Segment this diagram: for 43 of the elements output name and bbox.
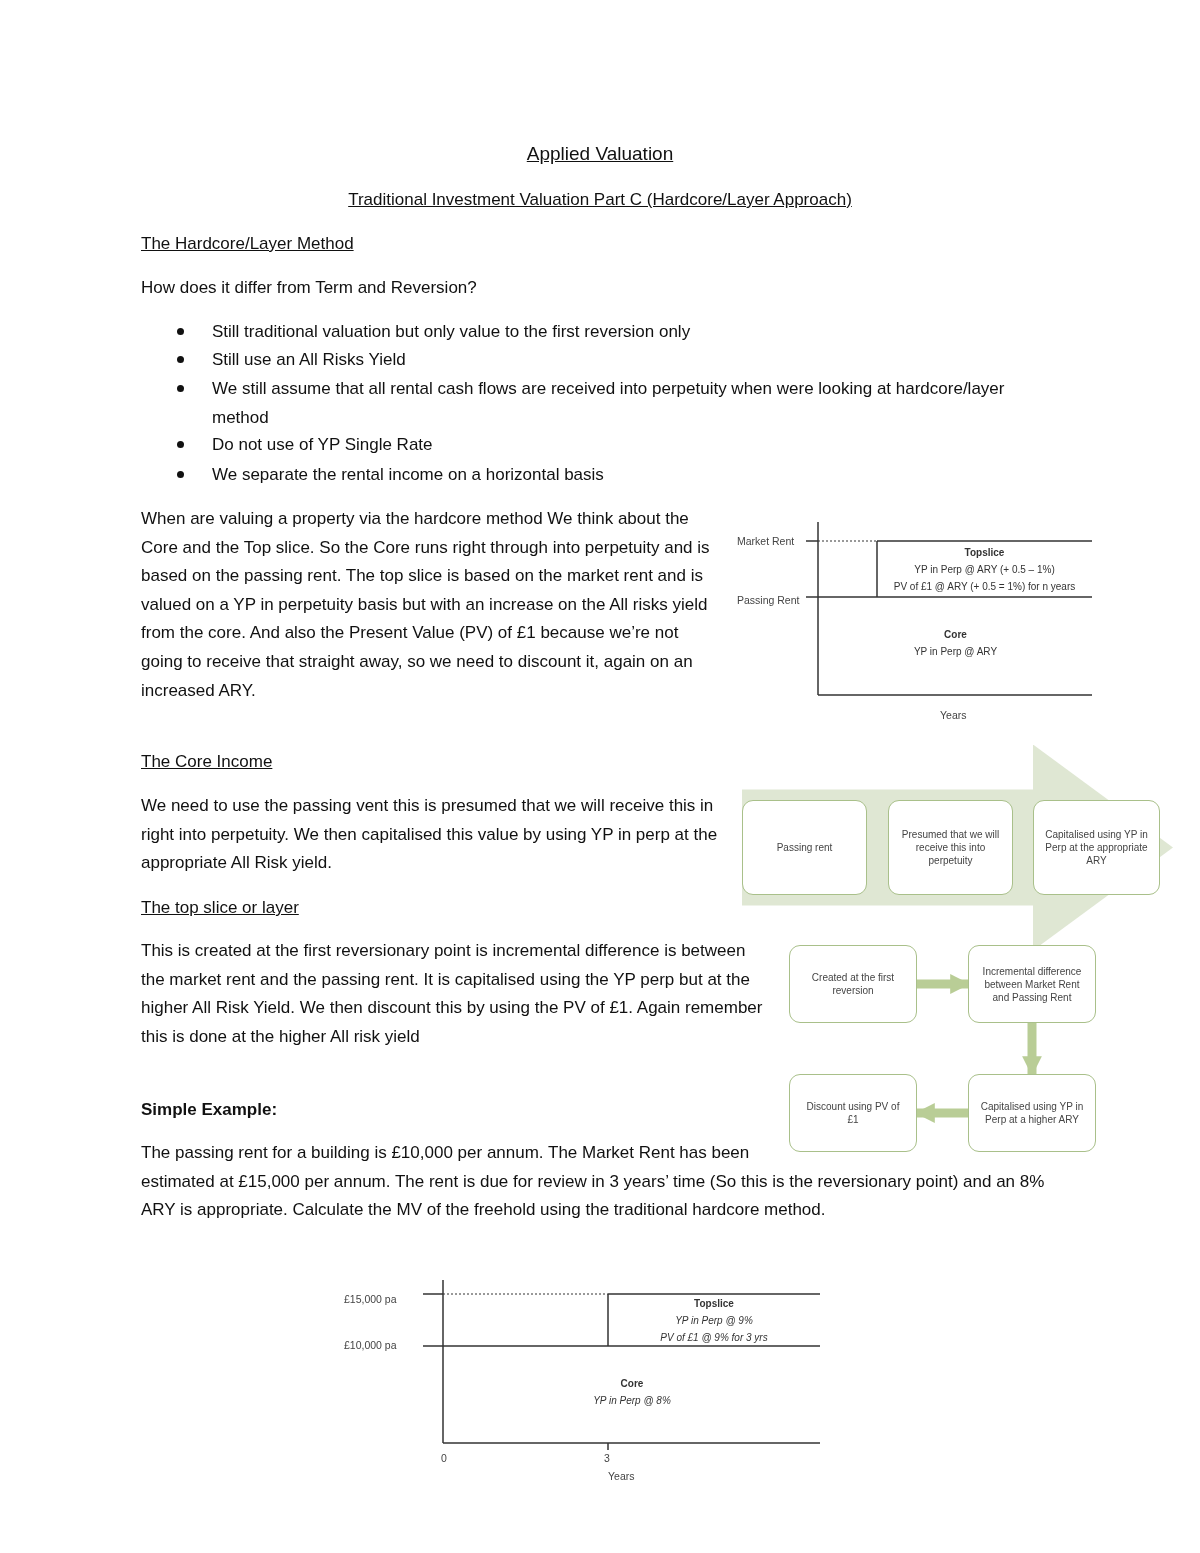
process-box: Incremental difference between Market Rent and Passing Rent — [968, 945, 1096, 1023]
question-text: How does it differ from Term and Reversion? — [141, 277, 478, 299]
section-heading: The Hardcore/Layer Method — [141, 233, 355, 255]
axis-label: £10,000 pa — [344, 1339, 397, 1351]
bullet-item: Still traditional valuation but only value to the first reversion only — [141, 318, 1112, 347]
axis-label: £15,000 pa — [344, 1293, 397, 1305]
axis-title: Years — [608, 1470, 635, 1482]
document-subtitle: Traditional Investment Valuation Part C (Hardcore/Layer Approach) — [347, 189, 853, 211]
arrow — [915, 1103, 968, 1123]
paragraph: This is created at the first reversionary point is incremental difference is between the market rent and the passing rent. It is capitalised using the YP perp but at the higher All Risk Yield. We then discount this by using the PV of £1. Again remember this is done at the higher All risk yield — [141, 940, 764, 1048]
process-box: Presumed that we will receive this into perpetuity — [888, 800, 1013, 895]
process-box: Passing rent — [742, 800, 867, 895]
region-heading: Topslice — [964, 546, 1005, 560]
section-heading: The Core Income — [141, 751, 274, 773]
region-heading: Core — [620, 1377, 644, 1391]
process-box: Discount using PV of £1 — [789, 1074, 917, 1152]
process-box: Capitalised using YP in Perp at a higher ARY — [968, 1074, 1096, 1152]
paragraph: We need to use the passing vent this is presumed that we will receive this in right into perpetuity. We then capitalised this value by using YP in perp at the appropriate All Risk yield. — [141, 795, 719, 875]
formula-text: YP in Perp @ ARY — [913, 645, 998, 659]
tick-label: 3 — [604, 1452, 610, 1464]
process-box: Capitalised using YP in Perp at the appropriate ARY — [1033, 800, 1160, 895]
formula-text: PV of £1 @ ARY (+ 0.5 = 1%) for n years — [893, 580, 1076, 594]
bullet-item: We still assume that all rental cash flows are received into perpetuity when were looking at hardcore/layer method — [141, 375, 1012, 433]
section-heading: The top slice or layer — [141, 897, 300, 919]
region-heading: Core — [944, 628, 967, 642]
region-heading: Topslice — [694, 1297, 734, 1311]
formula-text: PV of £1 @ 9% for 3 yrs — [660, 1331, 768, 1345]
section-heading: Simple Example: — [141, 1099, 279, 1121]
process-box: Created at the first reversion — [789, 945, 917, 1023]
arrow — [917, 974, 970, 994]
paragraph: When are valuing a property via the hardcore method We think about the Core and the Top slice. So the Core runs right through into perpetuity and is based on the passing rent. The top slice is based on the market rent and is valued on a YP in perpetuity basis but with an increase on the All risks yield from the core. And also the Present Value (PV) of £1 because we’re not going to receive that straight away, so we need to discount it, again on an increased ARY. — [141, 508, 711, 702]
axis-title: Years — [940, 709, 967, 721]
bullet-item: Do not use of YP Single Rate — [141, 431, 1112, 460]
axis-label: Market Rent — [737, 535, 795, 547]
formula-text: YP in Perp @ 8% — [593, 1394, 671, 1408]
formula-text: YP in Perp @ ARY (+ 0.5 – 1%) — [914, 563, 1055, 577]
axis-label: Passing Rent — [737, 594, 800, 606]
formula-text: YP in Perp @ 9% — [675, 1314, 753, 1328]
bullet-item: We separate the rental income on a horizontal basis — [141, 461, 1112, 490]
arrow — [1022, 1023, 1042, 1076]
bullet-item: Still use an All Risks Yield — [141, 346, 1112, 375]
tick-label: 0 — [441, 1452, 447, 1464]
document-title: Applied Valuation — [525, 143, 675, 165]
